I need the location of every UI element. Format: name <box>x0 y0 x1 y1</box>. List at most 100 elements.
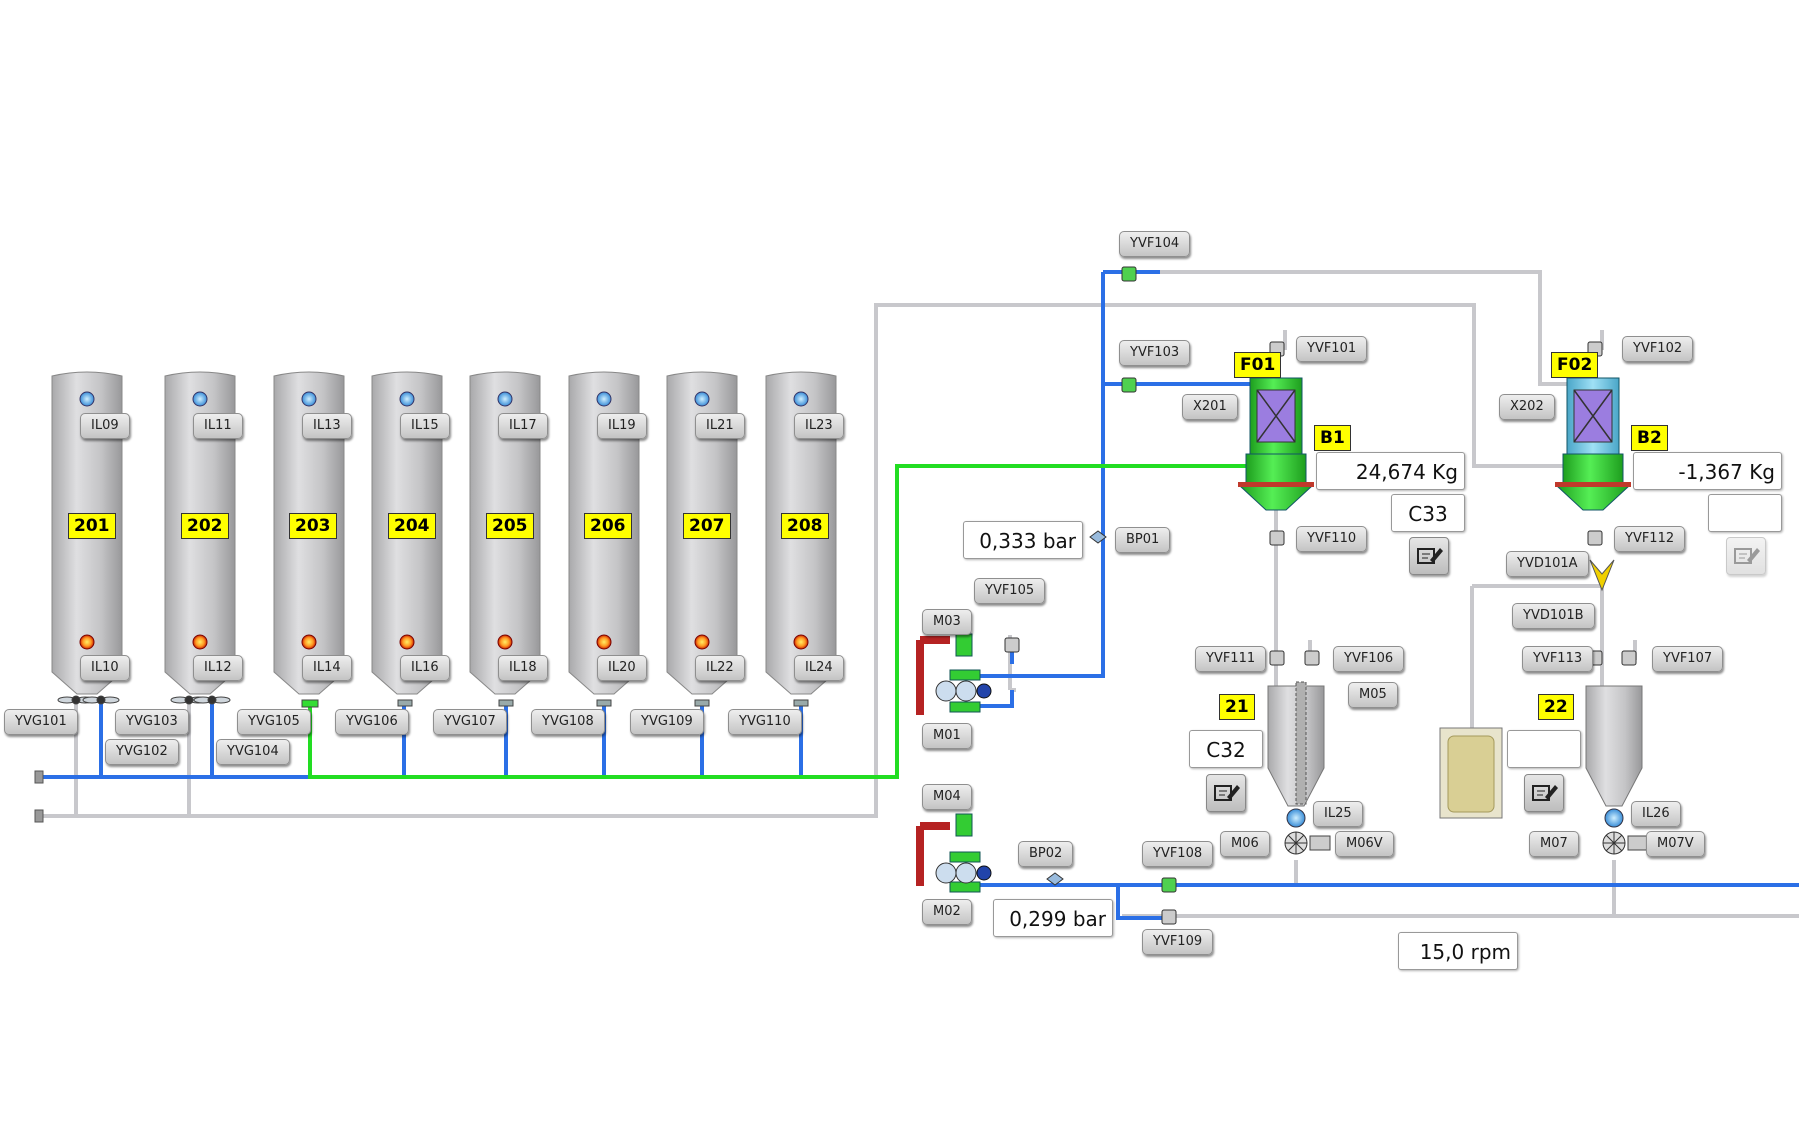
blower-unit-1[interactable] <box>916 633 992 715</box>
valve-tag-yvf103[interactable]: YVF103 <box>1119 340 1191 366</box>
speed-display: 15,0 rpm <box>1398 932 1518 970</box>
hopper-number-21: 21 <box>1219 694 1255 720</box>
valve-tag-yvf109[interactable]: YVF109 <box>1142 929 1214 955</box>
level-tag[interactable]: IL21 <box>695 413 745 439</box>
big-bag <box>1439 727 1503 819</box>
valve-tag-yvg104[interactable]: YVG104 <box>216 739 290 765</box>
feeder-valve-tag-m06v[interactable]: M06V <box>1335 831 1394 857</box>
level-tag[interactable]: IL11 <box>193 413 243 439</box>
feeder-tag-m06[interactable]: M06 <box>1220 831 1270 857</box>
diverter-valve[interactable] <box>1589 559 1615 592</box>
feeder-valve-tag-m07v[interactable]: M07V <box>1646 831 1705 857</box>
scale-number-b1: B1 <box>1314 425 1351 451</box>
silo-number-203: 203 <box>289 513 337 539</box>
silo-number-204: 204 <box>388 513 436 539</box>
level-tag-il26[interactable]: IL26 <box>1631 801 1681 827</box>
level-tag[interactable]: IL18 <box>498 655 548 681</box>
recipe-display-c32: C32 <box>1189 730 1263 768</box>
silo-number-202: 202 <box>181 513 229 539</box>
valve-tag-yvg105[interactable]: YVG105 <box>237 709 311 735</box>
valve-tag-yvf110[interactable]: YVF110 <box>1296 526 1368 552</box>
filter-number-f02: F02 <box>1551 352 1599 378</box>
level-tag[interactable]: IL09 <box>80 413 130 439</box>
fan-tag-m03[interactable]: M03 <box>922 609 972 635</box>
valve-tag-yvg108[interactable]: YVG108 <box>531 709 605 735</box>
valve-tag-yvf113[interactable]: YVF113 <box>1522 646 1594 672</box>
level-tag[interactable]: IL12 <box>193 655 243 681</box>
valve-tag-yvg106[interactable]: YVG106 <box>335 709 409 735</box>
valve-tag-yvf102[interactable]: YVF102 <box>1622 336 1694 362</box>
edit-recipe-button[interactable] <box>1524 774 1564 812</box>
valve-tag-yvf101[interactable]: YVF101 <box>1296 336 1368 362</box>
hopper-21[interactable] <box>1267 681 1325 828</box>
level-tag[interactable]: IL10 <box>80 655 130 681</box>
level-tag-il25[interactable]: IL25 <box>1313 801 1363 827</box>
silo-number-207: 207 <box>683 513 731 539</box>
valve-tag-yvf105[interactable]: YVF105 <box>974 578 1046 604</box>
valve-tag-yvg109[interactable]: YVG109 <box>630 709 704 735</box>
pressure-tag-bp01[interactable]: BP01 <box>1115 527 1171 553</box>
level-tag[interactable]: IL24 <box>794 655 844 681</box>
filter-f01[interactable] <box>1238 377 1314 511</box>
valve-tag-yvf108[interactable]: YVF108 <box>1142 841 1214 867</box>
pipe-cap <box>34 809 44 823</box>
vibrator-tag-x201[interactable]: X201 <box>1182 394 1238 420</box>
pressure-sensor-bp01 <box>1089 530 1107 544</box>
silo-number-206: 206 <box>584 513 632 539</box>
edit-recipe-button[interactable] <box>1726 537 1766 575</box>
valve-tag-yvf111[interactable]: YVF111 <box>1195 646 1267 672</box>
valve-tag-yvg107[interactable]: YVG107 <box>433 709 507 735</box>
vibrator-tag-x202[interactable]: X202 <box>1499 394 1555 420</box>
level-tag[interactable]: IL14 <box>302 655 352 681</box>
recipe-display-empty <box>1708 494 1782 532</box>
valve-tag-yvg102[interactable]: YVG102 <box>105 739 179 765</box>
pipe-cap <box>34 770 44 784</box>
valve-tag-yvd101b[interactable]: YVD101B <box>1512 603 1595 629</box>
level-tag[interactable]: IL23 <box>794 413 844 439</box>
edit-icon <box>1532 785 1558 801</box>
fan-tag-m04[interactable]: M04 <box>922 784 972 810</box>
recipe-display-c33: C33 <box>1391 494 1465 532</box>
silo-number-205: 205 <box>486 513 534 539</box>
pressure-sensor-bp02 <box>1046 872 1064 886</box>
valve-tag-yvf104[interactable]: YVF104 <box>1119 231 1191 257</box>
valve-tag-yvf112[interactable]: YVF112 <box>1614 526 1686 552</box>
flow-pipe <box>308 464 1250 779</box>
blower-unit-2[interactable] <box>916 813 992 893</box>
hopper-22[interactable] <box>1585 685 1643 828</box>
feeder-tag-m07[interactable]: M07 <box>1529 831 1579 857</box>
motor-tag-m02[interactable]: M02 <box>922 899 972 925</box>
level-tag[interactable]: IL17 <box>498 413 548 439</box>
pressure-display-bp01: 0,333 bar <box>963 521 1083 559</box>
silo-outlet-valves <box>57 695 809 708</box>
valve-tag-yvd101a[interactable]: YVD101A <box>1506 551 1589 577</box>
filter-number-f01: F01 <box>1234 352 1282 378</box>
rotary-feeder-m06[interactable] <box>1284 831 1331 855</box>
agitator-tag-m05[interactable]: M05 <box>1348 682 1398 708</box>
valve-tag-yvg101[interactable]: YVG101 <box>4 709 78 735</box>
rotary-feeder-m07[interactable] <box>1602 831 1649 855</box>
level-tag[interactable]: IL15 <box>400 413 450 439</box>
valve-tag-yvf106[interactable]: YVF106 <box>1333 646 1405 672</box>
level-tag[interactable]: IL22 <box>695 655 745 681</box>
level-tag[interactable]: IL16 <box>400 655 450 681</box>
valve-tag-yvg103[interactable]: YVG103 <box>115 709 189 735</box>
recipe-display-empty <box>1507 730 1581 768</box>
edit-recipe-button[interactable] <box>1206 774 1246 812</box>
pressure-tag-bp02[interactable]: BP02 <box>1018 841 1074 867</box>
pressure-display-bp02: 0,299 bar <box>993 899 1113 937</box>
valve-tag-yvg110[interactable]: YVG110 <box>728 709 802 735</box>
active-pipes <box>40 270 1799 920</box>
edit-recipe-button[interactable] <box>1409 537 1449 575</box>
silo-number-208: 208 <box>781 513 829 539</box>
filter-f02[interactable] <box>1555 377 1631 511</box>
valve-tag-yvf107[interactable]: YVF107 <box>1652 646 1724 672</box>
level-tag[interactable]: IL19 <box>597 413 647 439</box>
scale-number-b2: B2 <box>1631 425 1668 451</box>
weight-display-b1: 24,674 Kg <box>1316 452 1465 490</box>
motor-tag-m01[interactable]: M01 <box>922 723 972 749</box>
level-tag[interactable]: IL13 <box>302 413 352 439</box>
silo-number-201: 201 <box>68 513 116 539</box>
hopper-number-22: 22 <box>1538 694 1574 720</box>
level-tag[interactable]: IL20 <box>597 655 647 681</box>
